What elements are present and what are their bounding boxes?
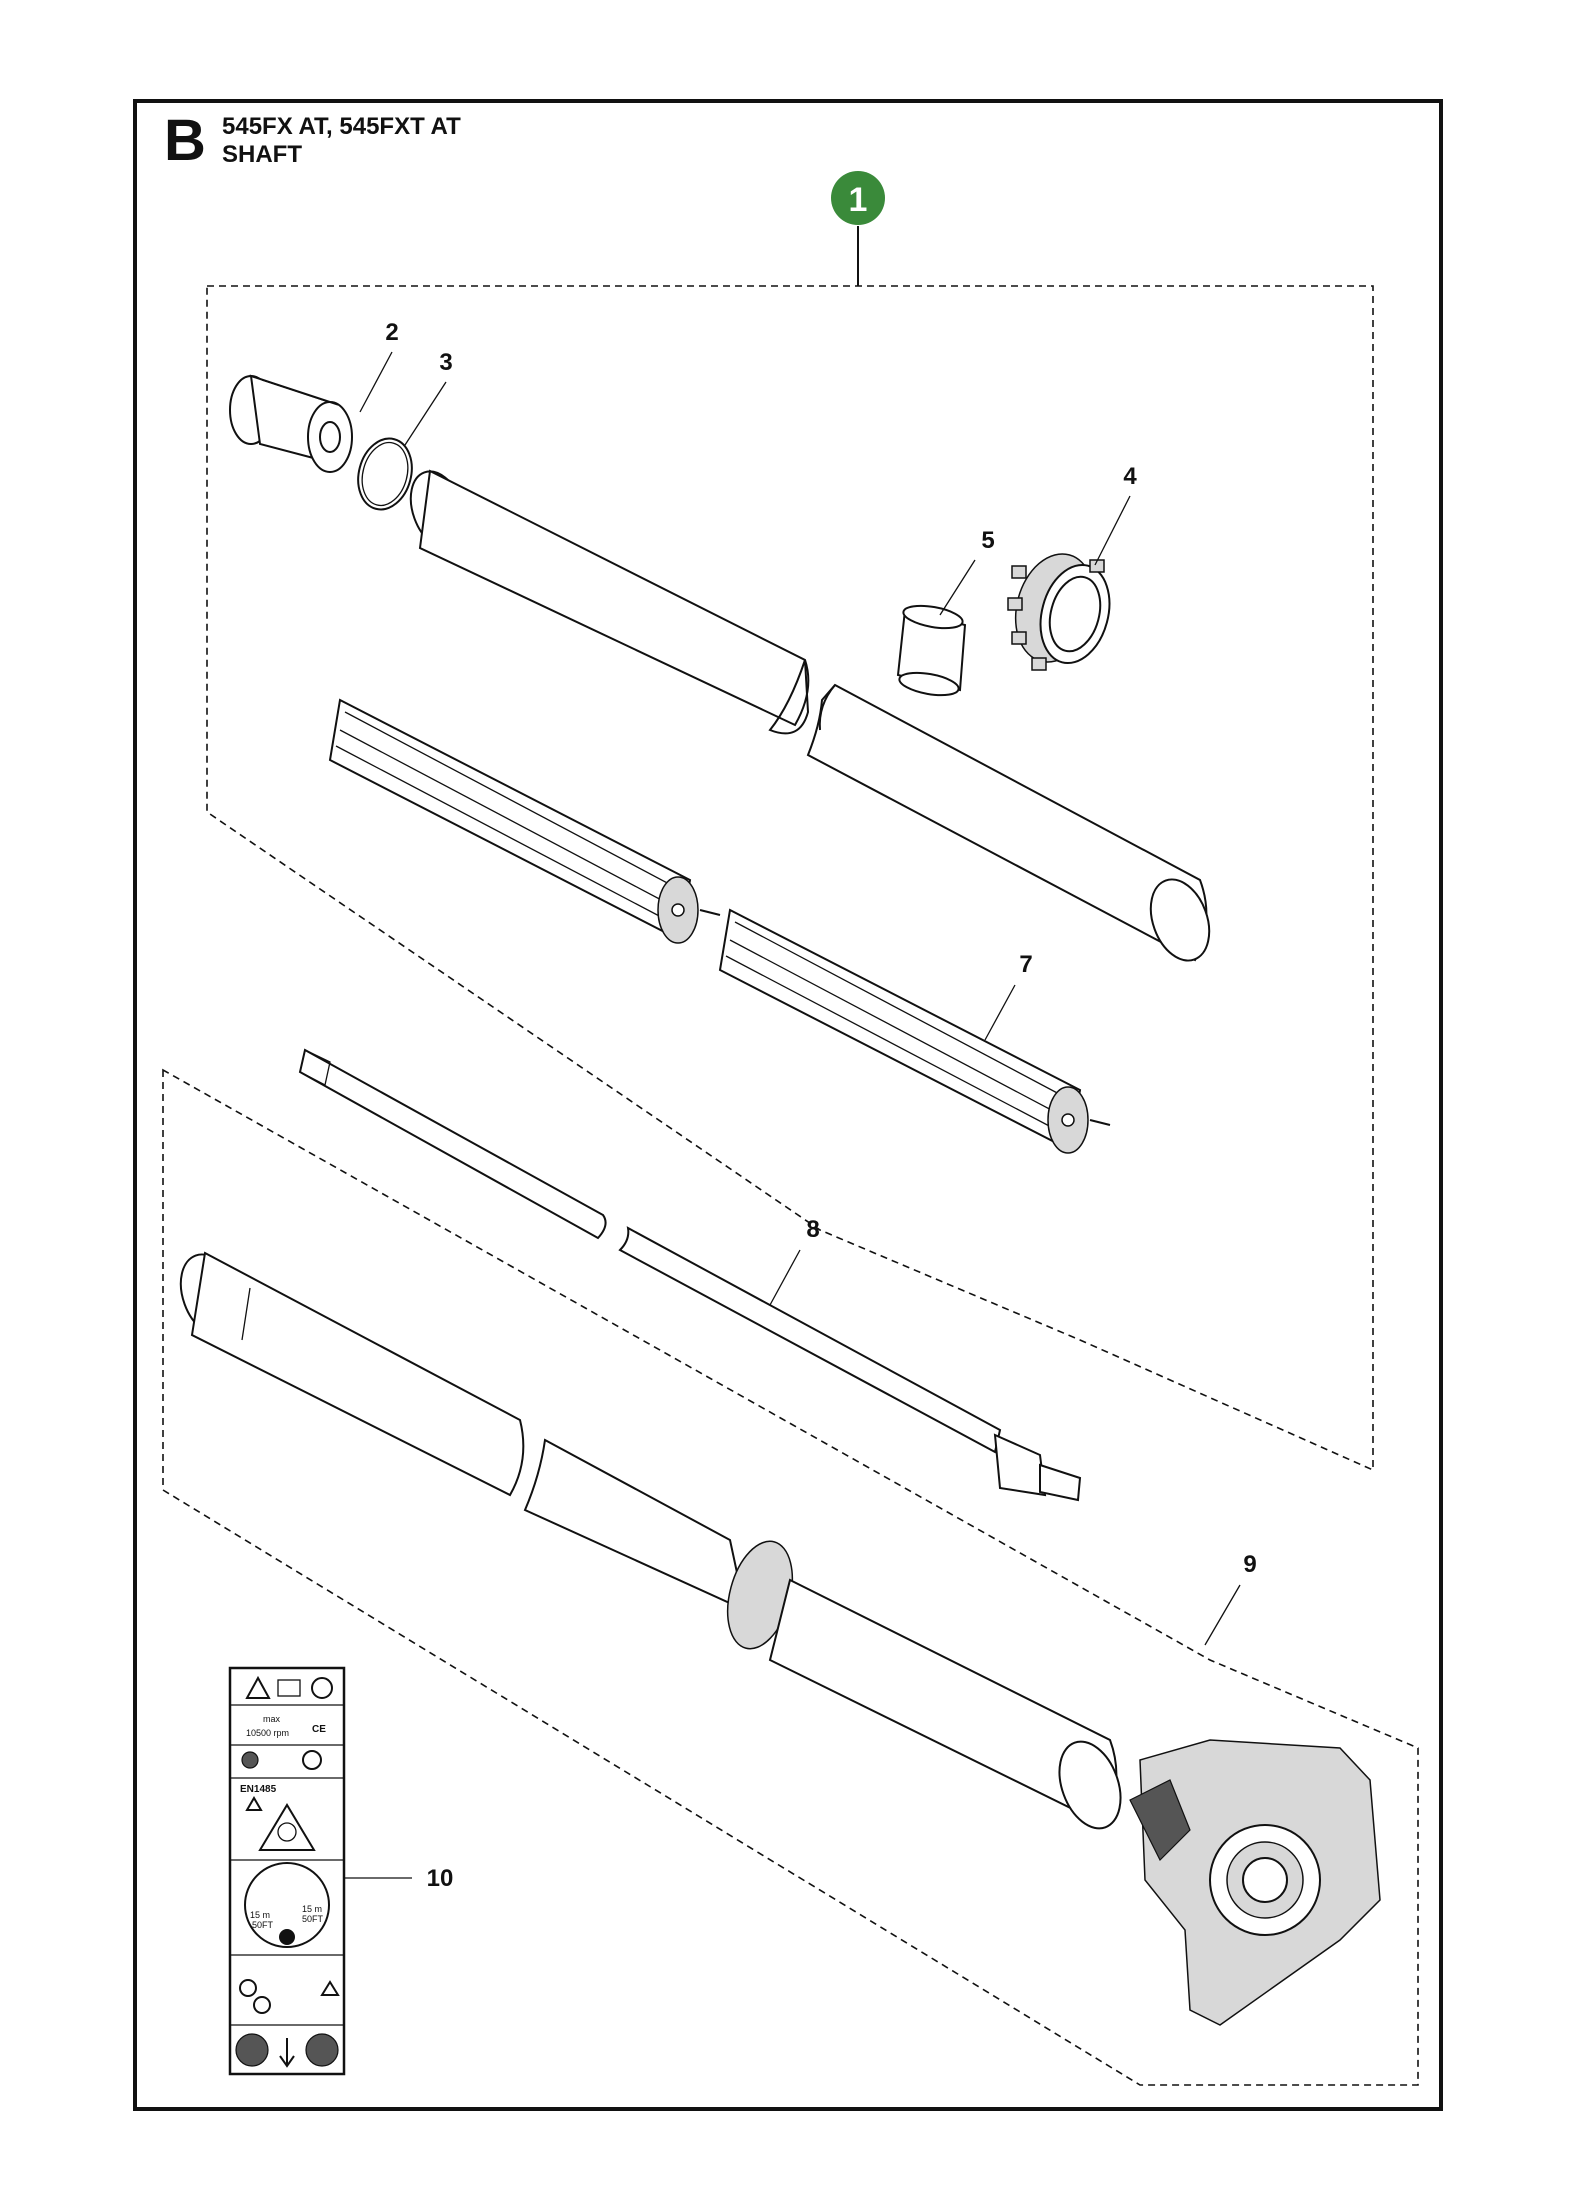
callout-10: 10 <box>344 1865 453 1892</box>
svg-text:4: 4 <box>1123 463 1137 490</box>
part-9-gearhead <box>1129 1739 1381 2026</box>
lower-group-boundary <box>162 1068 1419 2086</box>
outer-tube-upper <box>409 469 810 735</box>
part-4-castle-nut <box>1007 553 1111 671</box>
part-7-liner-upper <box>328 698 721 944</box>
svg-text:50FT: 50FT <box>302 1914 324 1924</box>
section-title: SHAFT <box>222 141 302 168</box>
arrow-down-icon <box>279 2038 295 2068</box>
part-9-shaft-tube <box>179 1251 1122 1830</box>
svg-text:9: 9 <box>1243 1551 1256 1578</box>
page-frame <box>133 99 1443 2111</box>
svg-text:3: 3 <box>439 349 452 376</box>
part-2-bushing <box>229 374 353 473</box>
part-8-drive-shaft <box>298 1048 1082 1502</box>
badge-label: 1 <box>849 181 868 219</box>
decal-rpm: 10500 rpm <box>246 1728 289 1738</box>
part-5-ring <box>896 604 967 697</box>
standard-icon <box>302 1750 322 1770</box>
callout-9: 9 <box>1204 1551 1257 1646</box>
upper-group-boundary <box>206 285 1374 1472</box>
svg-text:7: 7 <box>1019 951 1032 978</box>
manual-icon <box>277 1679 301 1697</box>
boots-icon <box>305 2033 339 2067</box>
warning-icon <box>245 1675 271 1699</box>
outer-tube-lower <box>806 683 1211 962</box>
svg-text:5: 5 <box>981 527 994 554</box>
svg-text:50FT: 50FT <box>252 1920 274 1930</box>
gloves-icon <box>235 2033 269 2067</box>
model-title: 545FX AT, 545FXT AT <box>222 113 461 140</box>
thrown-objects-warning-icon <box>258 1803 316 1851</box>
part-3-oring <box>357 437 413 511</box>
helmet-icon <box>311 1677 333 1699</box>
section-letter: B <box>164 108 206 173</box>
part-7-liner-lower <box>718 908 1111 1154</box>
decal-max: max <box>263 1714 281 1724</box>
callout-8: 8 <box>769 1216 820 1306</box>
svg-text:10: 10 <box>427 1865 454 1892</box>
decal-dist-right: 15 m <box>302 1904 322 1914</box>
svg-text:2: 2 <box>385 319 398 346</box>
decal-dist-left: 15 m <box>250 1910 270 1920</box>
decal-standard: EN1485 <box>240 1784 277 1795</box>
callout-5: 5 <box>939 527 995 616</box>
callout-2: 2 <box>359 319 399 413</box>
gear-icon <box>241 1751 259 1769</box>
callout-3: 3 <box>404 349 453 446</box>
blade-icon <box>239 1979 257 1997</box>
decal-ce: CE <box>312 1724 326 1735</box>
safety-distance-icon <box>244 1862 330 1948</box>
part-10-warning-decal: max 10500 rpm CE EN1485 15 m 50FT 15 m 5… <box>228 1666 346 2076</box>
badge-circle <box>831 171 885 225</box>
callout-7: 7 <box>984 951 1033 1041</box>
svg-text:8: 8 <box>806 1216 819 1243</box>
assembly-badge: 1 <box>831 171 885 225</box>
callout-4: 4 <box>1094 463 1137 566</box>
